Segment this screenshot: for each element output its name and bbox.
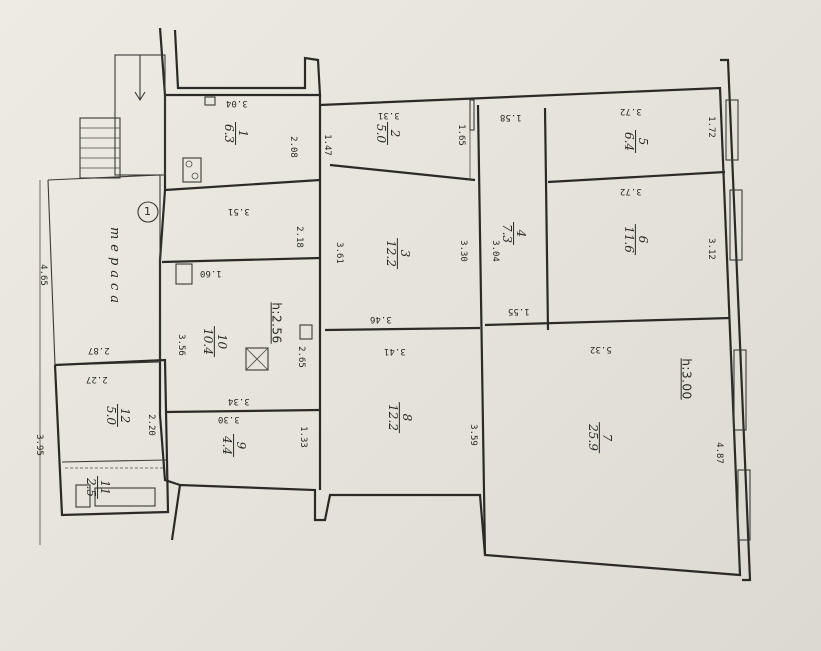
dim-label: 1.55	[508, 306, 530, 316]
stairs	[79, 54, 166, 179]
dim-label: 3.30	[457, 240, 468, 262]
dim-label: 3.72	[620, 106, 642, 116]
wall-center-column	[476, 104, 487, 556]
wall-6-7	[484, 316, 731, 327]
dim-label: 3.56	[175, 334, 186, 356]
wall-5-6	[547, 170, 726, 184]
wall-corridor-10	[161, 256, 321, 264]
left-block-wall	[158, 95, 181, 487]
ceiling-height-label: h:3.00	[679, 358, 694, 400]
dim-label: 3.95	[33, 434, 44, 456]
dimension-lines	[39, 110, 471, 545]
dim-label: 3.04	[226, 98, 248, 108]
wall-2-3	[329, 163, 476, 182]
dim-label: 1.33	[297, 426, 308, 448]
wall-10-9	[164, 408, 321, 414]
dim-label: 3.51	[228, 206, 250, 216]
dim-label: 1.47	[321, 134, 332, 156]
dim-label: 1.60	[200, 268, 222, 278]
dim-label: 2.20	[145, 414, 156, 436]
dim-label: 3.04	[489, 240, 500, 262]
fixtures	[65, 96, 313, 508]
outer-wall-top	[158, 27, 322, 97]
wall-1-corridor	[164, 178, 321, 192]
dim-label: 2.08	[287, 136, 298, 158]
marker-label: 1	[144, 205, 151, 218]
dim-label: 3.72	[620, 186, 642, 196]
annex-wall	[53, 358, 170, 517]
dim-label: 3.12	[705, 238, 716, 260]
wall-11-12	[61, 459, 167, 463]
marker-circle	[137, 201, 159, 223]
terrace-outline	[47, 174, 161, 366]
dim-label: 1.72	[705, 116, 716, 138]
wall-3-8	[324, 326, 481, 332]
outer-wall-main	[170, 86, 742, 577]
dim-label: 4.65	[37, 264, 48, 286]
dim-label: 3.46	[370, 314, 392, 324]
dim-label: 2.65	[295, 346, 306, 368]
dim-label: 2.27	[86, 374, 108, 384]
dim-label: 1.65	[455, 124, 466, 146]
dim-label: 3.61	[333, 242, 344, 264]
dim-label: 5.32	[590, 344, 612, 354]
dim-label: 1.58	[500, 112, 522, 122]
ceiling-height-label: h:2.56	[269, 302, 284, 344]
wall-4-56	[543, 107, 550, 331]
dim-label: 3.31	[378, 110, 400, 120]
dim-label: 3.34	[228, 396, 250, 406]
dim-label: 4.87	[713, 442, 724, 464]
windows	[469, 99, 751, 541]
dim-label: 3.30	[218, 414, 240, 424]
dim-label: 2.18	[293, 226, 304, 248]
terrace-label: тераса	[107, 226, 123, 309]
dim-label: 3.59	[467, 424, 478, 446]
outer-wall-top-right	[720, 58, 752, 582]
dim-label: 3.41	[384, 346, 406, 356]
dim-label: 2.87	[88, 345, 110, 355]
